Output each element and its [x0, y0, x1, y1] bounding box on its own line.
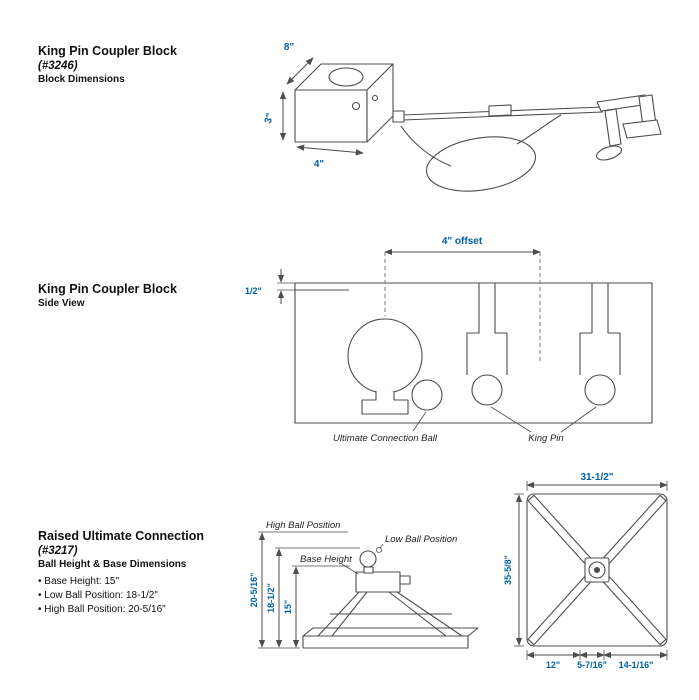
side-view-drawing	[294, 282, 653, 424]
high-ball-position-label: High Ball Position	[266, 520, 340, 531]
dim-base-height-label: 15"	[283, 600, 293, 614]
block-dimension-annotations: 8" 3" 4"	[263, 42, 364, 170]
section1-subtitle: Block Dimensions	[38, 74, 125, 85]
side-view-figure: 4" offset 1/2" Ultimate Connection Ball …	[245, 236, 653, 444]
dim-height-label: 3"	[263, 112, 276, 125]
side-view-annotations: 4" offset 1/2" Ultimate Connection Ball …	[245, 236, 597, 444]
section3-part-number: (#3217)	[38, 545, 78, 557]
base-height-label: Base Height	[300, 554, 352, 565]
low-ball-position-label: Low Ball Position	[385, 534, 457, 545]
raised-connection-drawing	[302, 550, 479, 649]
ball-label: Ultimate Connection Ball	[333, 433, 438, 444]
dim-seg2-label: 5-7/16"	[577, 660, 607, 670]
dim-offset-label: 4" offset	[442, 236, 483, 247]
dim-width-label: 4"	[314, 159, 325, 170]
dim-seg1-label: 12"	[546, 660, 560, 670]
coupler-block-isometric-drawing	[294, 63, 662, 192]
section3-caption: Raised Ultimate Connection (#3217) Ball …	[38, 529, 253, 617]
top-view-annotations: 31-1/2" 35-5/8" 12" 5-7/16" 14-1/16"	[503, 472, 668, 670]
top-view-drawing	[526, 493, 668, 647]
dim-low-ball-label: 18-1/2"	[266, 583, 276, 613]
raised-connection-side-figure: 20-5/16" 18-1/2" 15" High Ball Position …	[249, 520, 479, 649]
spec-list: Base Height: 15" Low Ball Position: 18-1…	[38, 575, 253, 617]
dim-topview-depth-label: 35-5/8"	[503, 555, 513, 585]
section2-subtitle: Side View	[38, 298, 85, 309]
dim-seg3-label: 14-1/16"	[619, 660, 654, 670]
raised-connection-annotations: 20-5/16" 18-1/2" 15" High Ball Position …	[249, 520, 457, 649]
section3-title: Raised Ultimate Connection	[38, 529, 204, 543]
spec-low-ball: Low Ball Position: 18-1/2"	[38, 589, 253, 603]
section1-title: King Pin Coupler Block	[38, 44, 177, 58]
section1-caption: King Pin Coupler Block (#3246) Block Dim…	[38, 44, 253, 86]
dim-high-ball-label: 20-5/16"	[249, 573, 259, 608]
dim-depth-label: 8"	[284, 42, 295, 53]
section2-caption: King Pin Coupler Block Side View	[38, 282, 253, 310]
spec-base-height: Base Height: 15"	[38, 575, 253, 589]
raised-connection-top-figure: 31-1/2" 35-5/8" 12" 5-7/16" 14-1/16"	[503, 472, 668, 670]
dim-lip-label: 1/2"	[245, 286, 262, 296]
king-pin-label: King Pin	[528, 433, 563, 444]
section1-part-number: (#3246)	[38, 60, 78, 72]
section2-title: King Pin Coupler Block	[38, 282, 177, 296]
block-dimensions-figure: 8" 3" 4"	[263, 42, 662, 192]
section3-subtitle: Ball Height & Base Dimensions	[38, 559, 187, 570]
dim-topview-width-label: 31-1/2"	[580, 472, 613, 483]
spec-high-ball: High Ball Position: 20-5/16"	[38, 603, 253, 617]
